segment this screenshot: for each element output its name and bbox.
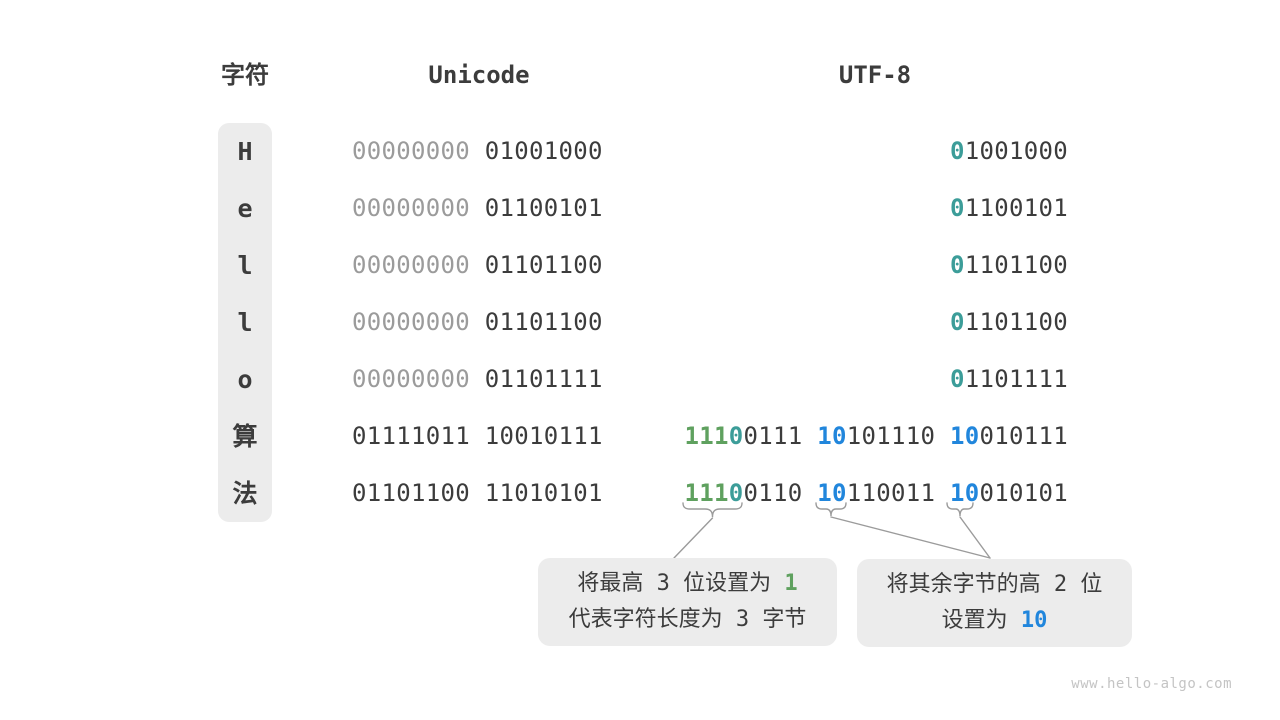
unicode-cell: 00000000 01101100 — [352, 294, 603, 351]
binary-segment: 00000000 — [352, 308, 470, 336]
binary-segment: 110011 — [846, 479, 950, 507]
utf8-cell: 11100110 10110011 10010101 — [685, 465, 1069, 522]
binary-segment: 1101100 — [964, 251, 1068, 279]
connector-cont2-to-right-callout — [959, 516, 991, 559]
char-cell: 法 — [232, 479, 258, 508]
binary-segment: 00000000 — [352, 251, 470, 279]
binary-segment: 111 — [684, 479, 729, 507]
utf8-cell: 01101100 — [950, 294, 1068, 351]
binary-segment: 0110 — [743, 479, 818, 507]
callout-lead-line2: 代表字符长度为 3 字节 — [568, 607, 807, 632]
unicode-cell: 00000000 01001000 — [352, 123, 603, 180]
watermark: www.hello-algo.com — [1071, 676, 1232, 692]
unicode-cell: 00000000 01101100 — [352, 237, 603, 294]
highlight-one: 1 — [784, 571, 798, 596]
utf8-cell: 01101100 — [950, 237, 1068, 294]
binary-segment: 0 — [950, 365, 965, 393]
unicode-cell: 01111011 10010111 — [352, 408, 603, 465]
binary-segment: 10 — [950, 479, 980, 507]
binary-segment: 111 — [684, 422, 729, 450]
char-cell: o — [237, 365, 253, 394]
char-cell: 算 — [232, 422, 258, 451]
utf8-cell: 01001000 — [950, 123, 1068, 180]
binary-segment: 10 — [817, 422, 847, 450]
unicode-cell: 00000000 01101111 — [352, 351, 603, 408]
callout-lead-byte: 将最高 3 位设置为 1 代表字符长度为 3 字节 — [538, 558, 837, 646]
char-cell: e — [237, 194, 253, 223]
binary-segment: 00000000 — [352, 137, 470, 165]
callout-lead-line1: 将最高 3 位设置为 1 — [577, 571, 798, 596]
callout-cont-line2: 设置为 10 — [941, 608, 1048, 633]
column-header-char: 字符 — [221, 61, 269, 89]
binary-segment: 0 — [728, 422, 744, 450]
binary-segment: 101110 — [846, 422, 950, 450]
binary-segment: 01001000 — [470, 137, 603, 165]
binary-segment: 1001000 — [964, 137, 1068, 165]
connector-lead-to-left-callout — [673, 517, 714, 559]
binary-segment: 01101111 — [470, 365, 603, 393]
callout-cont-line1: 将其余字节的高 2 位 — [886, 572, 1103, 597]
binary-segment: 0 — [950, 308, 965, 336]
char-cell: H — [237, 137, 253, 166]
callout-continuation-byte: 将其余字节的高 2 位 设置为 10 — [857, 559, 1132, 647]
binary-segment: 0111 — [743, 422, 818, 450]
binary-segment: 0 — [950, 194, 965, 222]
unicode-cell: 01101100 11010101 — [352, 465, 603, 522]
column-header-utf8: UTF-8 — [838, 61, 912, 89]
binary-segment: 00000000 — [352, 194, 470, 222]
char-column-background — [218, 123, 272, 522]
binary-segment: 0 — [728, 479, 744, 507]
binary-segment: 1101111 — [964, 365, 1068, 393]
binary-segment: 1101100 — [964, 308, 1068, 336]
binary-segment: 01100101 — [470, 194, 603, 222]
char-cell: l — [237, 251, 253, 280]
connector-cont1-to-right-callout — [830, 516, 991, 559]
binary-segment: 01111011 10010111 — [352, 422, 603, 450]
highlight-ten: 10 — [1020, 608, 1048, 633]
utf8-cell: 01100101 — [950, 180, 1068, 237]
utf8-cell: 11100111 10101110 10010111 — [685, 408, 1069, 465]
binary-segment: 0 — [950, 251, 965, 279]
binary-segment: 10 — [950, 422, 980, 450]
binary-segment: 010101 — [979, 479, 1068, 507]
binary-segment: 00000000 — [352, 365, 470, 393]
utf8-cell: 01101111 — [950, 351, 1068, 408]
binary-segment: 01101100 11010101 — [352, 479, 603, 507]
binary-segment: 01101100 — [470, 251, 603, 279]
column-header-unicode: Unicode — [428, 61, 530, 89]
binary-segment: 010111 — [979, 422, 1068, 450]
unicode-cell: 00000000 01100101 — [352, 180, 603, 237]
char-cell: l — [237, 308, 253, 337]
binary-segment: 01101100 — [470, 308, 603, 336]
binary-segment: 1100101 — [964, 194, 1068, 222]
binary-segment: 0 — [950, 137, 965, 165]
binary-segment: 10 — [817, 479, 847, 507]
